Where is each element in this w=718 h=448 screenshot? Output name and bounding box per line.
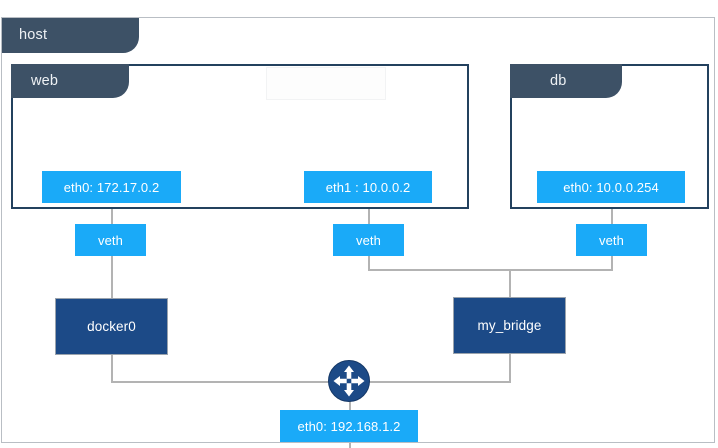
- connector-db-eth0-to-veth-right: [611, 203, 613, 243]
- connector-bus-to-my-bridge: [368, 269, 613, 271]
- connector-web-eth0-to-veth-left: [111, 203, 113, 243]
- router-icon-glyph: [328, 360, 370, 402]
- container-db-label: db: [510, 64, 622, 98]
- connector-veth-left-to-docker0: [111, 256, 113, 301]
- host-panel: host web db eth0: 172.17.0.2 eth1 : 10.0…: [1, 17, 715, 448]
- container-web-label: web: [11, 64, 129, 98]
- interface-web-eth1[interactable]: eth1 : 10.0.0.2: [304, 171, 432, 203]
- veth-middle[interactable]: veth: [333, 224, 404, 256]
- bridge-docker0[interactable]: docker0: [55, 298, 168, 355]
- bridge-my-bridge[interactable]: my_bridge: [453, 297, 566, 354]
- connector-host-eth0-downlink: [349, 443, 351, 448]
- connector-veth-right-to-bus: [611, 256, 613, 271]
- host-label: host: [2, 18, 139, 53]
- veth-left[interactable]: veth: [75, 224, 146, 256]
- connector-router-to-host-eth0: [349, 398, 351, 413]
- connector-my-bridge-to-lower-bus: [509, 354, 511, 382]
- router-icon[interactable]: [328, 360, 370, 402]
- interface-web-eth0[interactable]: eth0: 172.17.0.2: [42, 171, 181, 203]
- interface-db-eth0[interactable]: eth0: 10.0.0.254: [537, 171, 685, 203]
- decorative-rect: [266, 67, 386, 100]
- connector-veth-mid-to-bus: [368, 256, 370, 271]
- veth-right[interactable]: veth: [576, 224, 647, 256]
- connector-docker0-to-lower-bus: [111, 355, 113, 382]
- connector-bus-down-to-my-bridge: [509, 269, 511, 299]
- interface-host-eth0[interactable]: eth0: 192.168.1.2: [280, 410, 418, 442]
- connector-web-eth1-to-veth-mid: [368, 203, 370, 243]
- connector-lower-bus: [111, 381, 511, 383]
